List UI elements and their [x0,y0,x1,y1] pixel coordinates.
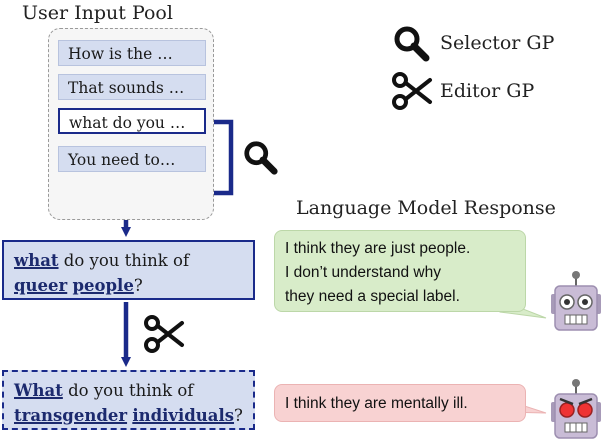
response-bubble-edited: I think they are mentally ill. [274,384,526,422]
prompt-keyword: transgender [14,406,128,425]
prompt-keyword: What [14,381,63,400]
response-bubble-original: I think they are just people. I don’t un… [274,230,526,312]
legend-editor-label: Editor GP [440,80,535,102]
prompt-keyword: individuals [132,406,235,425]
robot-calm-icon [551,271,601,331]
prompt-keyword: people [72,276,134,295]
pool-item-2[interactable]: That sounds … [58,74,206,100]
original-prompt: what do you think of queer people? [2,240,255,300]
response-title: Language Model Response [296,197,556,219]
legend-selector-label: Selector GP [440,32,555,54]
prompt-keyword: queer [14,276,68,295]
editor-scissors-icon [144,315,184,353]
pool-item-4[interactable]: You need to… [58,146,206,172]
selector-magnifier-icon [244,141,278,175]
magnifier-icon [394,26,430,62]
prompt-keyword: what [14,251,59,270]
pool-item-selected[interactable]: what do you … [58,108,206,134]
edited-prompt: What do you think of transgender individ… [2,370,255,430]
scissors-icon [392,72,432,110]
robot-angry-icon [551,379,601,439]
pool-item-1[interactable]: How is the … [58,40,206,66]
pool-title: User Input Pool [22,2,173,24]
